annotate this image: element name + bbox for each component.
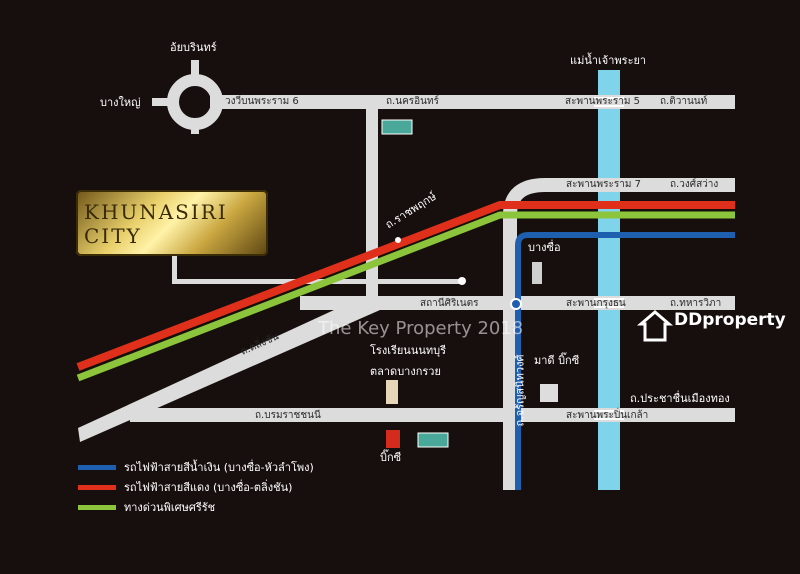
label-roundabout-left: บางใหญ่ bbox=[100, 96, 141, 109]
watermark-text: The Key Property 2018 bbox=[318, 318, 524, 339]
legend-label-green: ทางด่วนพิเศษศรีรัช bbox=[124, 501, 216, 514]
label-road-top-mid: ถ.นครอินทร์ bbox=[386, 96, 439, 107]
ddproperty-text: DDproperty bbox=[674, 310, 786, 330]
blue-line bbox=[515, 232, 735, 490]
legend-item-red: รถไฟฟ้าสายสีแดง (บางซื่อ-ตลิ่งชัน) bbox=[78, 478, 292, 496]
legend-item-blue: รถไฟฟ้าสายสีน้ำเงิน (บางซื่อ-หัวลำโพง) bbox=[78, 458, 314, 476]
label-canal-top: แม่น้ำเจ้าพระยา bbox=[570, 54, 647, 67]
project-logo: KHUNASIRI CITY bbox=[76, 190, 268, 256]
label-road-right-lower: ถ.ประชาชื่นเมืองทอง bbox=[630, 392, 730, 405]
label-road-right-upper: ถ.วงศ์สว่าง bbox=[670, 179, 719, 190]
landmark-icon-lower bbox=[417, 432, 449, 448]
label-shop: มาดี บิ๊กซี bbox=[534, 354, 580, 367]
ddproperty-watermark: DDproperty bbox=[638, 310, 786, 330]
legend-label-blue: รถไฟฟ้าสายสีน้ำเงิน (บางซื่อ-หัวลำโพง) bbox=[124, 461, 314, 474]
road-bottom bbox=[130, 408, 735, 422]
market-icon bbox=[386, 380, 398, 404]
legend-swatch-red bbox=[78, 484, 116, 490]
red-line bbox=[76, 201, 735, 371]
big-c-icon bbox=[386, 430, 400, 448]
label-road-bottom: ถ.บรมราชชนนี bbox=[255, 410, 321, 421]
shop-icon bbox=[540, 384, 558, 402]
label-market: ตลาดบางกรวย bbox=[370, 365, 441, 378]
label-big-c: บิ๊กซี bbox=[380, 451, 402, 464]
label-hospital: โรงเรียนนนทบุรี bbox=[370, 344, 447, 357]
label-road-right-mid: ถ.ทหารวิภา bbox=[670, 298, 722, 309]
legend-item-green: ทางด่วนพิเศษศรีรัช bbox=[78, 498, 215, 516]
landmark-icon-upper bbox=[381, 119, 413, 135]
road-logo-link bbox=[172, 250, 177, 282]
label-bridge-mid: สะพานกรุงธน bbox=[566, 298, 626, 309]
label-bridge-bottom: สะพานพระปิ่นเกล้า bbox=[566, 410, 649, 421]
label-bridge-7: สะพานพระราม 7 bbox=[566, 179, 641, 190]
bridge-mark-mid bbox=[594, 298, 624, 308]
road-vertical-left bbox=[366, 95, 378, 305]
road-logo-link-h bbox=[172, 279, 464, 284]
building-icon bbox=[532, 262, 542, 284]
legend-swatch-green bbox=[78, 504, 116, 510]
label-road-top-right: สะพานพระราม 5 bbox=[565, 96, 640, 107]
legend-swatch-blue bbox=[78, 464, 116, 470]
label-road-top-far-right: ถ.ติวานนท์ bbox=[660, 96, 708, 107]
station-dot-red bbox=[395, 237, 401, 243]
station-dot-mid bbox=[510, 298, 522, 310]
roundabout-spoke-left bbox=[152, 98, 174, 106]
label-station-mid: สถานีศิริเนตร bbox=[420, 298, 479, 309]
river-canal bbox=[598, 70, 620, 490]
label-station-upper: บางซื่อ bbox=[528, 241, 561, 254]
roundabout-spoke-top bbox=[191, 60, 199, 82]
roundabout-spoke-bottom bbox=[191, 122, 199, 134]
road-diagonal bbox=[78, 298, 380, 442]
bridge-mark-bottom bbox=[594, 410, 624, 420]
label-roundabout-top: อ้ยบรินทร์ bbox=[170, 41, 217, 54]
ddproperty-logo-icon bbox=[636, 310, 674, 342]
road-curve-right bbox=[503, 178, 735, 490]
label-vertical-road: ถ.จรัญสนิทวงศ์ bbox=[513, 354, 527, 427]
label-road-top-left: วงวีบนพระราม 6 bbox=[225, 96, 299, 107]
destination-dot bbox=[458, 277, 466, 285]
legend-label-red: รถไฟฟ้าสายสีแดง (บางซื่อ-ตลิ่งชัน) bbox=[124, 481, 293, 494]
project-logo-text: KHUNASIRI CITY bbox=[84, 200, 228, 248]
bridge-mark-top bbox=[594, 97, 624, 107]
green-line bbox=[76, 211, 735, 382]
